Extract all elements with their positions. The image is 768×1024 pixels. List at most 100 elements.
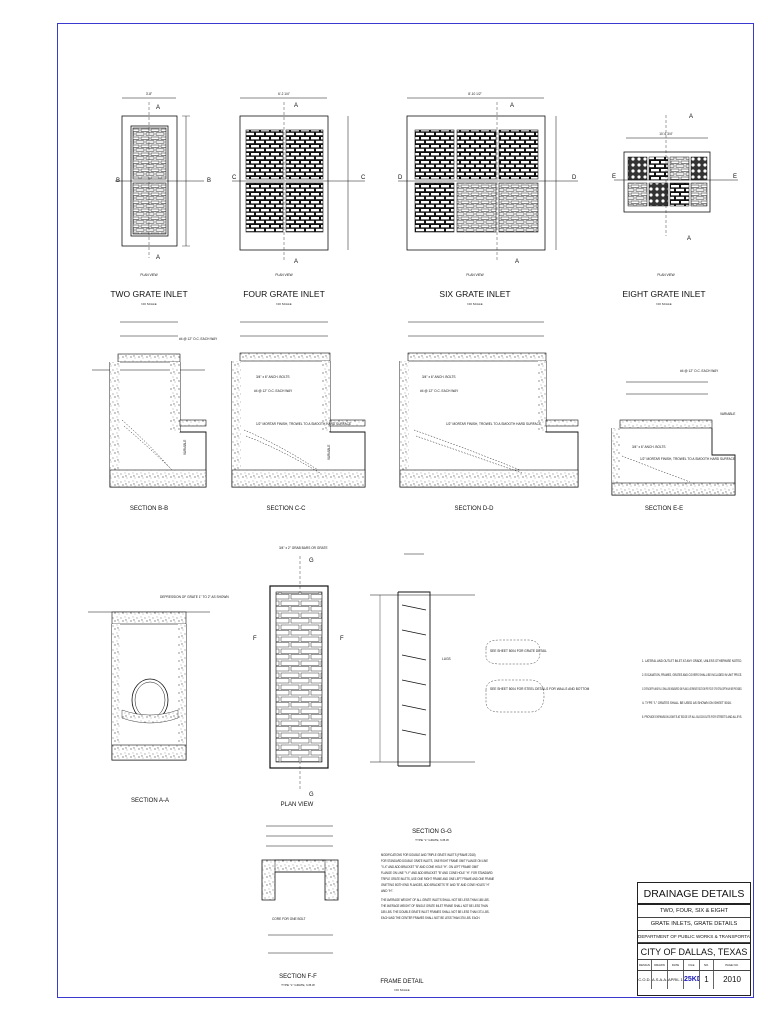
general-note: 4. TYPE "L" GRATES SHALL BE USED AS SHOW…: [642, 701, 732, 705]
section-bb-drawing: #4 @ 12" O.C. EACH WAY VARIABLE SECTION …: [92, 321, 218, 512]
gg-lugs-label: LUGS: [442, 657, 451, 661]
section-ee-drawing: 3/4" x 6" ANCH. BOLTS 1/2" MORTAR FINISH…: [611, 369, 736, 512]
frame-note-line: THE AVERAGE WEIGHT OF SINGLE GRATE INLET…: [381, 904, 489, 908]
two-inlet-title: TWO GRATE INLET: [110, 289, 187, 299]
six-inlet-scale: NO SCALE: [467, 302, 482, 306]
frame-note-line: "X-X" AND ADD BRACKET "B" AND CONE HOLE …: [381, 865, 479, 869]
section-marker-a-top-2: A: [294, 103, 298, 109]
section-marker-g-bottom: G: [309, 792, 314, 798]
two-inlet-plan-label: PLAN VIEW: [140, 273, 157, 277]
value-date: APRIL 1997: [668, 971, 684, 989]
four-inlet-width-dim: 6'-2 1/4": [278, 92, 290, 96]
eight-inlet-plan-label: PLAN VIEW: [657, 273, 674, 277]
header-page: PAGE NO.: [725, 963, 739, 967]
title-block-headers: DESIGN DRAWN DATE FILE NO. PAGE NO.: [638, 960, 750, 971]
frame-notes: MODIFICATIONS FOR DOUBLE AND TRIPLE GRAT…: [381, 853, 494, 920]
grate-bar-note: 3/4" x 2" GRAB BARS OR GRATE: [279, 546, 328, 550]
two-grate-inlet-plan: 3'-8" B B A A PLAN VIEW TWO GRATE INLET …: [110, 92, 211, 306]
frame-detail-scale: NO SCALE: [394, 988, 409, 992]
bb-rebar-note: #4 @ 12" O.C. EACH WAY: [179, 337, 218, 341]
ee-variable: VARIABLE: [720, 412, 735, 416]
general-note: 2. EXCAVATION, FRAMES, GRATES AND COVERS…: [642, 673, 742, 677]
title-block-subtitle-1: TWO, FOUR, SIX & EIGHT: [638, 905, 750, 918]
cc-trowel-note: 1/2" MORTAR FINISH, TROWEL TO A SMOOTH H…: [256, 422, 351, 426]
two-inlet-width-dim: 3'-8": [146, 92, 152, 96]
eight-inlet-width-dim: 10'-6 3/4": [659, 132, 672, 136]
section-marker-a-top-3: A: [510, 103, 514, 109]
value-file: 25KD: [684, 971, 700, 989]
ee-trowel-note: 1/2" MORTAR FINISH, TROWEL TO A SMOOTH H…: [640, 457, 735, 461]
frame-note-line: EACH AND THE CENTER FRAMES SHALL NOT BE …: [381, 916, 480, 920]
two-inlet-scale: NO SCALE: [141, 302, 156, 306]
title-block: DRAINAGE DETAILS TWO, FOUR, SIX & EIGHT …: [637, 882, 751, 996]
dd-trowel-note: 1/2" MORTAR FINISH, TROWEL TO A SMOOTH H…: [446, 422, 541, 426]
ee-rebar-note: #4 @ 12" O.C. EACH WAY: [680, 369, 719, 373]
section-marker-a-bottom-4: A: [687, 236, 691, 242]
section-marker-e-right: E: [733, 174, 737, 180]
section-dd-label: SECTION D-D: [455, 506, 495, 512]
six-inlet-width-dim: 8'-10 1/2": [468, 92, 481, 96]
aa-depression-note: DEPRESSION OF GRATE 1" TO 2" AS SHOWN: [160, 595, 229, 599]
see-sheet-note-1: SEE SHEET 5004 FOR GRATE DETAIL: [490, 649, 547, 653]
section-ff-sub: TYPE "L" GRATE, N.B.W: [281, 983, 315, 987]
drawing-sheet-border: [57, 23, 754, 998]
section-gg-drawing: LUGS SECTION G-G TYPE "L" GRATE, N.B.W: [370, 553, 475, 842]
general-note: 5. PROVIDE EXPANSION JOINTS AT EDGE OF A…: [642, 715, 742, 719]
header-file: FILE: [684, 960, 700, 970]
title-block-values: C.O.D. A.S.A.A. APRIL 1997 25KD 1 2010: [638, 971, 750, 989]
section-marker-b-left: B: [116, 178, 120, 184]
section-aa-drawing: DEPRESSION OF GRATE 1" TO 2" AS SHOWN SE…: [88, 595, 229, 804]
frame-note-line: OMITTING BOTH END FLANGES, ADD BRACKETS …: [381, 883, 490, 887]
title-block-city: CITY OF DALLAS, TEXAS: [638, 943, 750, 960]
section-marker-b-right: B: [207, 178, 211, 184]
section-marker-a-bottom: A: [156, 255, 160, 261]
six-grate-inlet-plan: 8'-10 1/2" D D A A PLAN VIEW SIX GRATE I…: [398, 92, 578, 306]
value-page: 2010: [723, 975, 741, 984]
section-ff-drawing: CORE FOR ONE BOLT SECTION F-F TYPE "L" G…: [261, 825, 339, 987]
section-aa-label: SECTION A-A: [131, 798, 169, 804]
section-marker-a-top: A: [156, 105, 160, 111]
frame-note-line: FLANGE ON LINE "Y-Y" AND ADD BRACKET "B"…: [381, 871, 493, 875]
header-date: DATE: [668, 960, 684, 970]
see-sheet-note-2: SEE SHEET 5004 FOR STEEL DETAILS FOR WAL…: [490, 687, 590, 691]
cc-variable: VARIABLE: [327, 445, 331, 460]
four-grate-inlet-plan: 6'-2 1/4" C C A A PLAN VIEW FOUR GRATE I…: [232, 92, 366, 306]
section-cc-drawing: 3/4" x 6" ANCH. BOLTS #4 @ 12" O.C. EACH…: [231, 321, 366, 512]
section-marker-c-left: C: [232, 175, 237, 181]
section-marker-c-right: C: [361, 175, 366, 181]
plan-view-label: PLAN VIEW: [281, 802, 314, 808]
frame-note-line: THE AVERAGE WEIGHT OF ALL GRATE INLETS S…: [381, 898, 490, 902]
four-inlet-plan-label: PLAN VIEW: [275, 273, 292, 277]
title-block-subtitle-2: GRATE INLETS, GRATE DETAILS: [638, 918, 750, 931]
dd-anchor-note: 3/4" x 6" ANCH. BOLTS: [422, 375, 456, 379]
eight-inlet-title: EIGHT GRATE INLET: [622, 289, 705, 299]
section-marker-e-left: E: [612, 174, 616, 180]
section-dd-drawing: 3/4" x 6" ANCH. BOLTS #4 @ 12" O.C. EACH…: [399, 321, 579, 512]
frame-note-line: AND "H".: [381, 889, 393, 893]
general-note: 3. EXTRA DEPTH AND FILLS SHALL BE MEASUR…: [642, 687, 742, 691]
section-marker-d-right: D: [572, 175, 577, 181]
value-no: 1: [700, 971, 714, 989]
frame-detail-label: FRAME DETAIL: [380, 979, 424, 985]
eight-inlet-scale: NO SCALE: [656, 302, 671, 306]
four-inlet-title: FOUR GRATE INLET: [243, 289, 325, 299]
section-marker-a-bottom-3: A: [515, 259, 519, 265]
section-gg-sub: TYPE "L" GRATE, N.B.W: [415, 838, 449, 842]
see-sheet-notes: SEE SHEET 5004 FOR GRATE DETAIL SEE SHEE…: [485, 639, 590, 713]
section-cc-label: SECTION C-C: [267, 506, 307, 512]
header-drawn: DRAWN: [652, 960, 668, 970]
bb-variable: VARIABLE: [183, 440, 187, 455]
frame-note-line: FOR STANDARD DOUBLE GRATE INLETS, ONE RI…: [381, 859, 488, 863]
ee-anchor-note: 3/4" x 6" ANCH. BOLTS: [632, 445, 666, 449]
section-gg-label: SECTION G-G: [412, 829, 452, 835]
cc-anchor-note: 3/4" x 6" ANCH. BOLTS: [256, 375, 290, 379]
title-block-department: DEPARTMENT OF PUBLIC WORKS & TRANSPORTAT…: [638, 931, 750, 943]
section-ff-label: SECTION F-F: [279, 974, 317, 980]
frame-note-line: TRIPLE GRATE INLETS, USE ONE RIGHT FRAME…: [381, 877, 494, 881]
dd-rebar-note: #4 @ 12" O.C. EACH WAY: [420, 389, 459, 393]
title-block-title: DRAINAGE DETAILS: [638, 883, 750, 905]
section-marker-d-left: D: [398, 175, 403, 181]
section-marker-a-top-4: A: [689, 114, 693, 120]
header-no: NO.: [700, 960, 714, 970]
